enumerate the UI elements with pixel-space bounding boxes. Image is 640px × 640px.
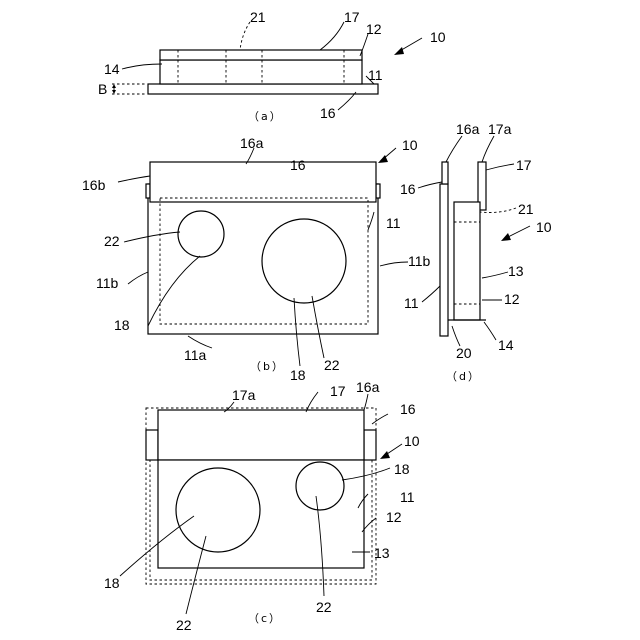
base-11 xyxy=(148,184,378,334)
figure-b: 16a 16 10 16b 11 22 11b 11b 18 11a （b） 1… xyxy=(82,135,431,383)
label-16: 16 xyxy=(320,105,336,121)
caption-b: （b） xyxy=(250,360,285,373)
lid-17 xyxy=(160,50,362,60)
label-17-side: 17 xyxy=(516,157,532,173)
flap-16 xyxy=(150,162,376,202)
label-17: 17 xyxy=(330,383,346,399)
figure-d: 16a 17a 16 17 21 10 13 11 12 20 14 （d） xyxy=(400,121,552,383)
label-18-right: 18 xyxy=(394,461,410,477)
label-16a: 16a xyxy=(356,379,380,395)
label-18-left: 18 xyxy=(104,575,120,591)
label-13-side: 13 xyxy=(508,263,524,279)
lid-17 xyxy=(158,410,364,460)
label-B: B xyxy=(98,81,107,97)
base-11-side xyxy=(440,184,448,336)
label-16a: 16a xyxy=(240,135,264,151)
body-14 xyxy=(160,60,362,84)
label-17: 17 xyxy=(344,9,360,25)
label-11b-right: 11b xyxy=(408,253,431,269)
base-plate-11 xyxy=(148,84,378,94)
label-12: 12 xyxy=(386,509,402,525)
figure-a: 21 17 12 10 14 11 B 16 （a） xyxy=(98,9,446,123)
caption-a: （a） xyxy=(248,110,283,123)
figure-c: 17a 17 16a 16 10 18 11 12 13 18 （c） 22 2… xyxy=(104,379,420,633)
label-22-large: 22 xyxy=(324,357,340,373)
caption-d: （d） xyxy=(446,370,481,383)
label-14: 14 xyxy=(104,61,120,77)
label-16: 16 xyxy=(290,157,306,173)
label-11-side: 11 xyxy=(404,295,419,311)
label-18-large: 18 xyxy=(290,367,306,383)
label-22-right: 22 xyxy=(316,599,332,615)
label-17a: 17a xyxy=(232,387,256,403)
label-16b: 16b xyxy=(82,177,106,193)
label-22-small: 22 xyxy=(104,233,120,249)
label-10: 10 xyxy=(402,137,418,153)
arrow-10-icon xyxy=(394,47,404,55)
body-13 xyxy=(158,460,364,568)
flap-16-side xyxy=(442,162,448,184)
label-16: 16 xyxy=(400,401,416,417)
label-22-left: 22 xyxy=(176,617,192,633)
caption-c: （c） xyxy=(248,612,282,625)
label-11: 11 xyxy=(368,67,383,83)
label-21: 21 xyxy=(250,9,266,25)
label-14-side: 14 xyxy=(498,337,514,353)
arrow-10-icon xyxy=(380,451,390,459)
label-12: 12 xyxy=(366,21,382,37)
label-16-side: 16 xyxy=(400,181,416,197)
label-11: 11 xyxy=(400,489,415,505)
label-10: 10 xyxy=(404,433,420,449)
label-12-side: 12 xyxy=(504,291,520,307)
label-17a-side: 17a xyxy=(488,121,512,137)
label-13: 13 xyxy=(374,545,390,561)
label-16a-side: 16a xyxy=(456,121,480,137)
label-10: 10 xyxy=(430,29,446,45)
body-13-side xyxy=(454,202,480,320)
label-11a: 11a xyxy=(184,347,207,363)
leader-21 xyxy=(240,22,250,50)
arrow-10-icon xyxy=(501,233,511,241)
label-11b-left: 11b xyxy=(96,275,119,291)
label-11: 11 xyxy=(386,215,401,231)
label-21-side: 21 xyxy=(518,201,534,217)
label-18: 18 xyxy=(114,317,130,333)
label-10-side: 10 xyxy=(536,219,552,235)
label-20-side: 20 xyxy=(456,345,472,361)
